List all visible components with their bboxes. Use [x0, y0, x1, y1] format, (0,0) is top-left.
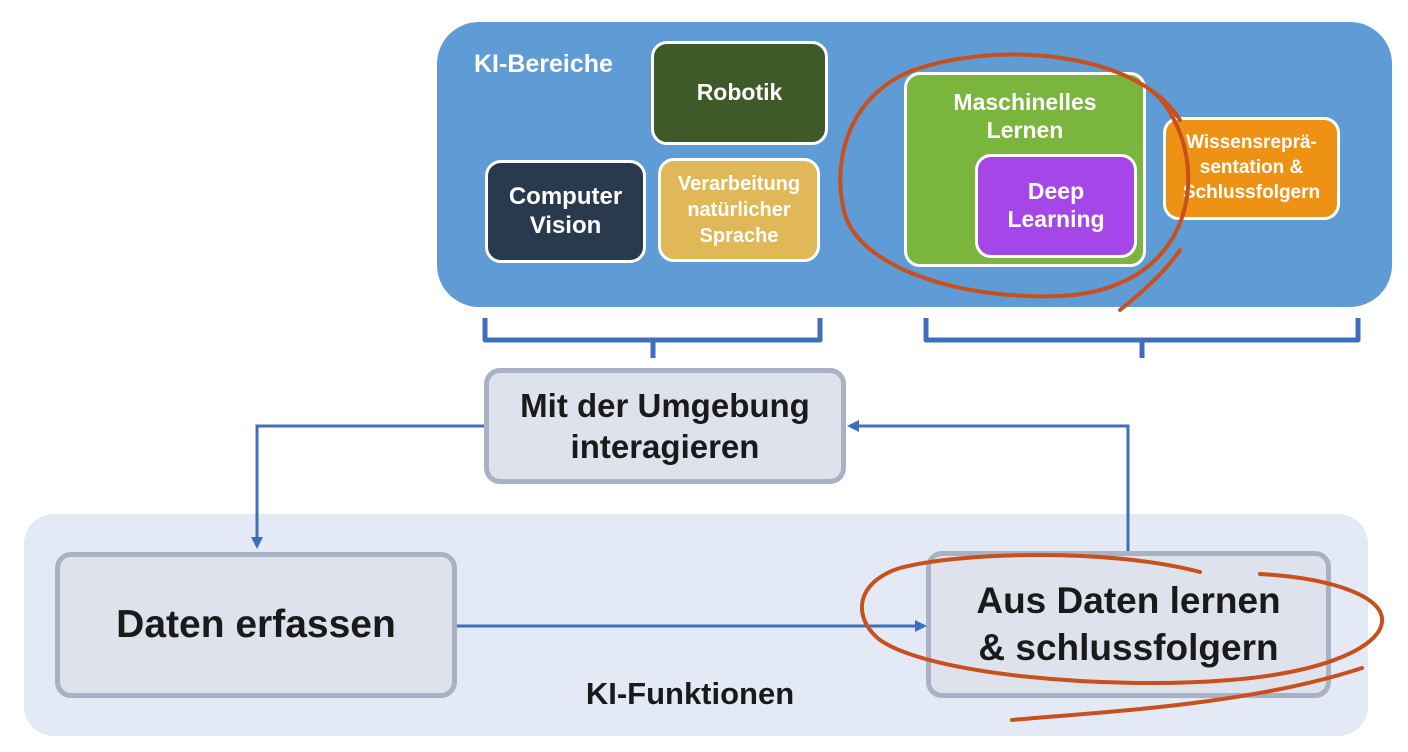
area-knowledge-reasoning-box: Wissensreprä- sentation & Schlussfolgern	[1163, 117, 1340, 220]
function-collect-data-box: Daten erfassen	[55, 552, 457, 698]
left-bracket	[482, 318, 823, 358]
area-robotik-box: Robotik	[651, 41, 828, 145]
function-interact-box: Mit der Umgebung interagieren	[484, 368, 846, 484]
area-computer-vision-box: Computer Vision	[485, 160, 646, 263]
ki-bereiche-label: KI-Bereiche	[474, 50, 613, 78]
area-nlp-box: Verarbeitung natürlicher Sprache	[658, 158, 820, 262]
area-deep-learning-box: Deep Learning	[975, 154, 1137, 258]
ki-funktionen-label: KI-Funktionen	[585, 676, 795, 711]
right-bracket	[923, 318, 1361, 358]
function-learn-reason-box: Aus Daten lernen & schlussfolgern	[926, 551, 1331, 698]
